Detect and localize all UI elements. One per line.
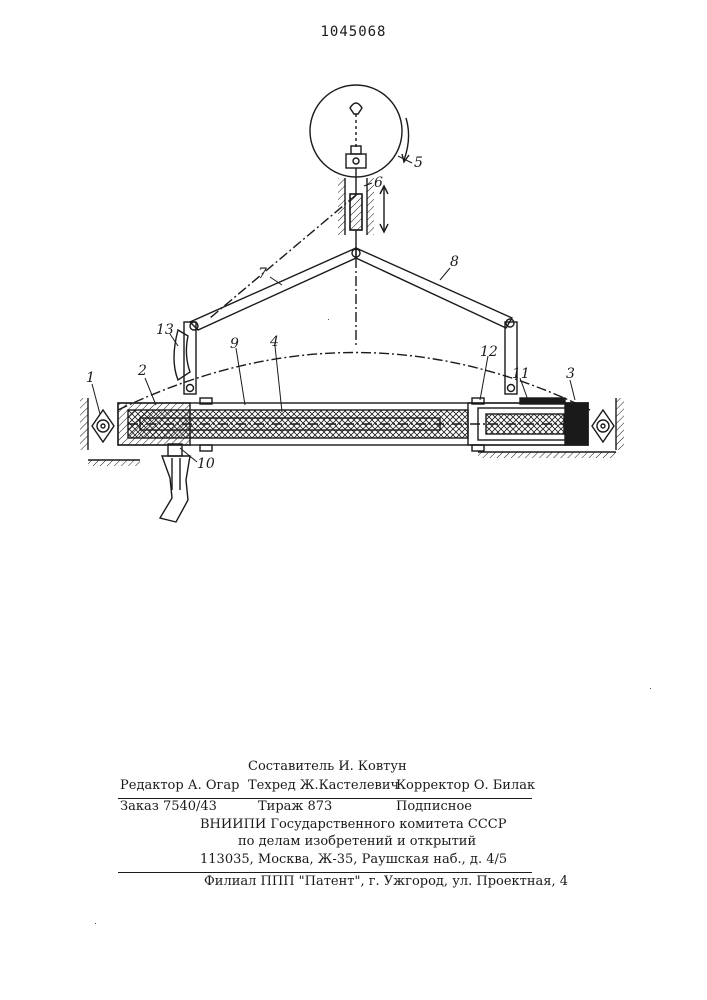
subscription-note: Подписное [396,799,472,814]
part-label-5: 5 [414,155,423,171]
part-label-7: 7 [258,266,267,282]
imprint-rule-bottom [118,872,532,873]
order-number: Заказ 7540/43 [120,799,217,814]
rotating-disc [310,85,409,177]
scan-speck [650,688,651,689]
part-label-1: 1 [86,370,95,386]
scan-speck [328,319,329,320]
part-label-13: 13 [156,322,174,338]
specimen-assembly [118,398,588,522]
part-label-2: 2 [137,363,147,379]
compiler-credit: Составитель И. Ковтун [248,759,407,774]
circulation: Тираж 873 [258,799,332,814]
proofreader-credit: Корректор О. Билак [396,778,535,793]
tech-editor-credit: Техред Ж.Кастелевич [248,778,399,793]
part-label-12: 12 [480,344,498,360]
part-label-9: 9 [230,336,239,352]
institute-address: 113035, Москва, Ж-35, Раушская наб., д. … [200,852,507,867]
scan-speck [95,923,96,924]
part-label-3: 3 [566,366,575,382]
part-label-6: 6 [374,175,383,191]
part-label-8: 8 [450,254,459,270]
part-label-10: 10 [197,456,215,472]
technical-drawing: 1 2 3 4 5 6 7 8 9 10 11 12 13 [0,0,707,740]
editor-credit: Редактор А. Огар [120,778,239,793]
part-label-4: 4 [269,334,279,350]
branch-address: Филиал ППП "Патент", г. Ужгород, ул. Про… [204,874,568,889]
part-label-11: 11 [512,366,530,382]
institute-name: ВНИИПИ Государственного комитета СССР [200,817,507,832]
committee-name: по делам изобретений и открытий [238,834,476,849]
